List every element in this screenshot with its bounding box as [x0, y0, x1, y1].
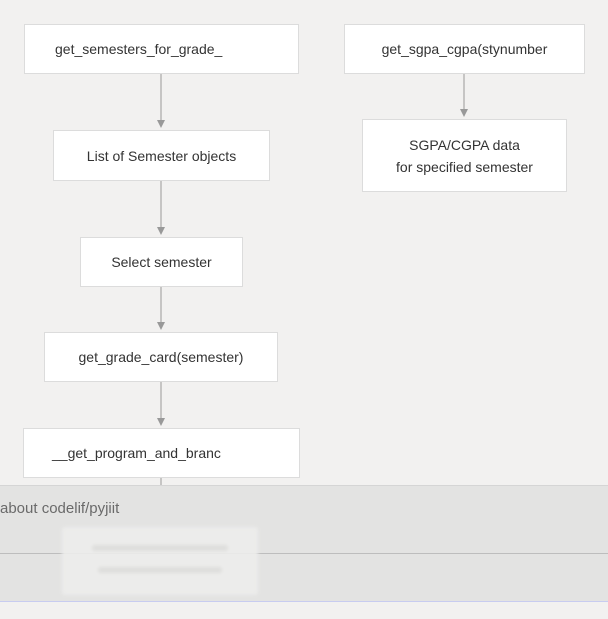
node-label: get_sgpa_cgpa(stynumber — [381, 41, 548, 57]
divider — [0, 553, 608, 554]
node-label: List of Semester objects — [86, 147, 237, 164]
node-select-semester: Select semester — [80, 237, 243, 287]
node-label-line-1: SGPA/CGPA data — [409, 136, 520, 153]
node-get-grade-card: get_grade_card(semester) — [44, 332, 278, 382]
about-banner-text: about codelif/pyjiit — [0, 500, 120, 517]
node-label: get_grade_card(semester) — [78, 349, 244, 365]
node-get-semesters-for-grade: get_semesters_for_grade_ — [24, 24, 299, 74]
node-get-program-and-branch: __get_program_and_branc — [23, 428, 300, 478]
node-label: __get_program_and_branc — [52, 445, 221, 461]
node-get-sgpa-cgpa: get_sgpa_cgpa(stynumber — [344, 24, 585, 74]
node-label: get_semesters_for_grade_ — [55, 41, 223, 57]
blurred-node-placeholder — [62, 527, 258, 595]
node-label: Select semester — [111, 254, 212, 270]
blurred-text-line — [98, 567, 222, 573]
node-label-line-2: for specified semester — [396, 158, 533, 175]
node-list-of-semester-objects: List of Semester objects — [53, 130, 270, 181]
blurred-text-line — [92, 545, 228, 551]
node-sgpa-cgpa-data: SGPA/CGPA data for specified semester — [362, 119, 567, 192]
